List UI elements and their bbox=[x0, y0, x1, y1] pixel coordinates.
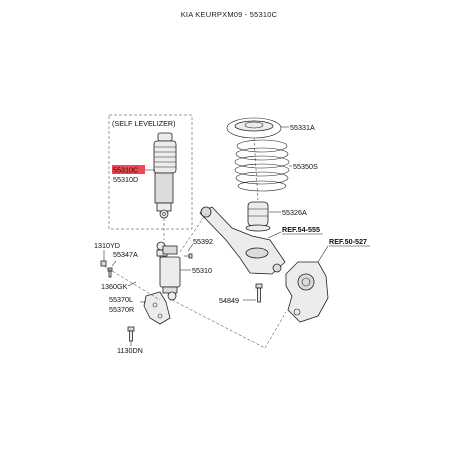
nut-1310YD[interactable] bbox=[100, 260, 107, 267]
label-55310D[interactable]: 55310D bbox=[113, 175, 138, 184]
label-55350S[interactable]: 55350S bbox=[293, 162, 318, 171]
label-55370R[interactable]: 55370R bbox=[109, 305, 134, 314]
label-55347A[interactable]: 55347A bbox=[113, 250, 138, 259]
label-55310C[interactable]: 55310C bbox=[113, 166, 138, 175]
bracket-55370[interactable] bbox=[143, 291, 171, 325]
ref-50-527[interactable]: REF.50-527 bbox=[329, 237, 367, 246]
label-1130DN[interactable]: 1130DN bbox=[117, 346, 143, 355]
spring-upper-seat[interactable] bbox=[226, 117, 282, 139]
label-55310[interactable]: 55310 bbox=[192, 266, 212, 275]
coil-spring[interactable] bbox=[234, 139, 290, 192]
assembly-lines bbox=[103, 137, 287, 349]
highlight-55310C bbox=[112, 165, 145, 174]
label-1310YD[interactable]: 1310YD bbox=[94, 241, 120, 250]
label-55370L[interactable]: 55370L bbox=[109, 295, 133, 304]
self-levelizer-label: (SELF LEVELIZER) bbox=[112, 119, 176, 128]
label-55331A[interactable]: 55331A bbox=[290, 123, 315, 132]
bolt-55347A[interactable] bbox=[107, 267, 113, 278]
lower-control-arm[interactable] bbox=[199, 206, 286, 275]
self-levelizer-box bbox=[108, 114, 193, 230]
self-levelizer-shock[interactable] bbox=[153, 132, 177, 219]
bolt-54849[interactable] bbox=[255, 283, 263, 303]
label-55326A[interactable]: 55326A bbox=[282, 208, 307, 217]
diagram-title: KIA KEURPXM09 - 55310C bbox=[180, 10, 278, 19]
label-54849[interactable]: 54849 bbox=[219, 296, 239, 305]
label-1360GK[interactable]: 1360GK bbox=[101, 282, 128, 291]
steering-knuckle[interactable] bbox=[285, 261, 329, 323]
main-shock-absorber[interactable] bbox=[156, 241, 181, 301]
ref-54-555[interactable]: REF.54-555 bbox=[282, 225, 320, 234]
bolt-1130DN[interactable] bbox=[127, 326, 135, 342]
bump-stopper[interactable] bbox=[245, 201, 271, 232]
bolt-55392[interactable] bbox=[184, 253, 193, 259]
label-55392[interactable]: 55392 bbox=[193, 237, 213, 246]
